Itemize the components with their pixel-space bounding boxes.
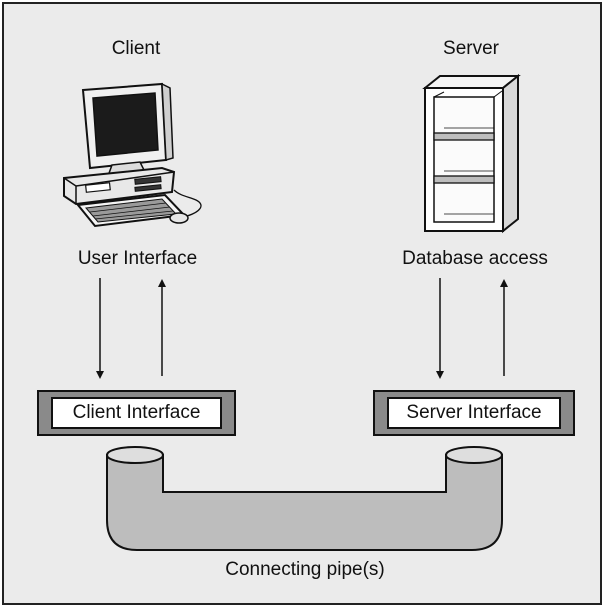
- server-cabinet-icon: [422, 73, 521, 234]
- client-interface-frame: Client Interface: [37, 390, 236, 436]
- client-interface-box: Client Interface: [51, 397, 222, 429]
- connecting-pipe: [106, 446, 503, 551]
- desktop-computer-icon: [63, 82, 202, 228]
- connecting-pipe-label: Connecting pipe(s): [225, 559, 385, 580]
- server-interface-box: Server Interface: [387, 397, 561, 429]
- server-interface-frame: Server Interface: [373, 390, 575, 436]
- server-title: Server: [443, 38, 499, 59]
- user-interface-label: User Interface: [77, 248, 198, 269]
- database-access-label: Database access: [402, 248, 548, 269]
- client-title: Client: [111, 38, 161, 59]
